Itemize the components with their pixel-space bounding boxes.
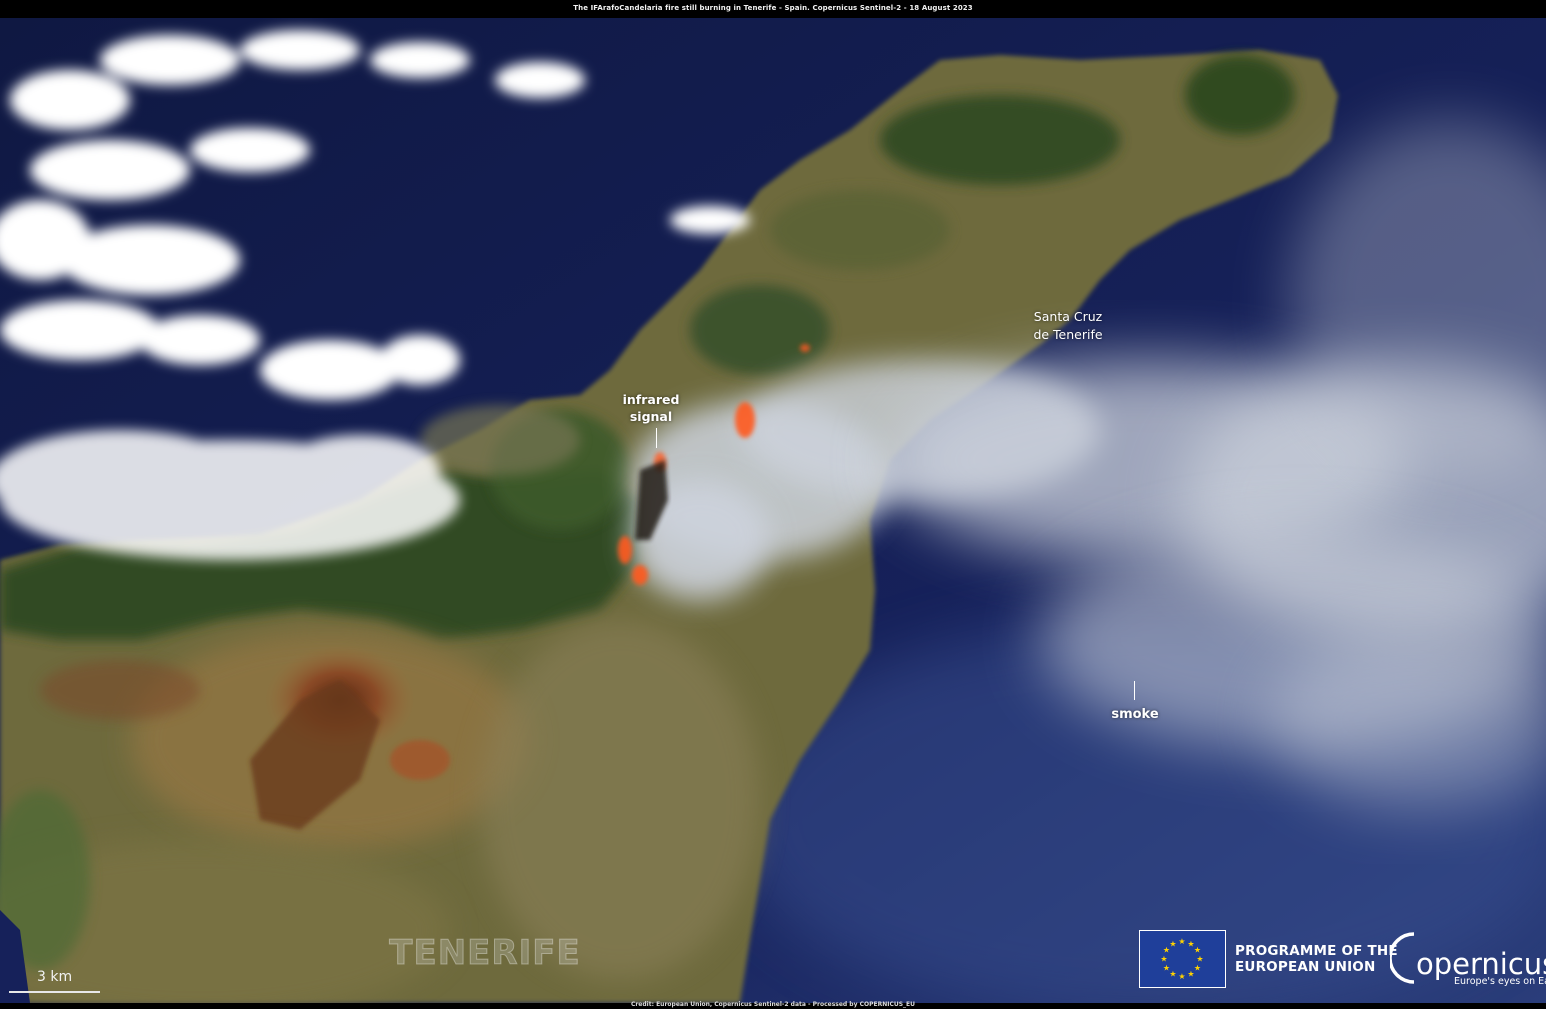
eu-programme-line2: EUROPEAN UNION (1235, 959, 1376, 975)
santa-cruz-label: Santa Cruz de Tenerife (1033, 309, 1103, 342)
smoke-pointer (1134, 681, 1135, 700)
image-caption: The IFArafoCandelaria fire still burning… (573, 4, 973, 12)
anaga-forest (880, 95, 1120, 185)
image-credit: Credit: European Union, Copernicus Senti… (630, 1001, 916, 1008)
copernicus-wordmark: opernicus (1416, 947, 1546, 981)
svg-text:★: ★ (1163, 946, 1170, 955)
svg-text:★: ★ (1196, 955, 1203, 964)
infrared-signal-label: infrared signal (622, 392, 680, 424)
svg-text:★: ★ (1187, 940, 1194, 949)
svg-text:★: ★ (1169, 940, 1176, 949)
eu-flag-icon: ★ ★ ★ ★ ★ ★ ★ ★ ★ ★ ★ ★ (1139, 930, 1226, 988)
fire-front (618, 344, 810, 585)
top-caption-bar: The IFArafoCandelaria fire still burning… (0, 0, 1546, 18)
scale-label: 3 km (37, 969, 73, 985)
svg-text:★: ★ (1178, 972, 1185, 981)
cloud-field (0, 30, 750, 400)
copernicus-logo-icon: opernicus (1390, 932, 1546, 984)
svg-text:★: ★ (1187, 970, 1194, 979)
scale-bar (9, 991, 100, 993)
svg-text:★: ★ (1194, 946, 1201, 955)
burn-scar (635, 460, 668, 540)
anaga-forest-east (1185, 55, 1295, 135)
bottom-credit-bar (0, 1003, 1546, 1009)
copernicus-tagline: Europe's eyes on Earth (1454, 976, 1546, 987)
eu-programme-text: PROGRAMME OF THE EUROPEAN UNION (1235, 943, 1398, 975)
smoke-plume (630, 120, 1546, 810)
svg-text:★: ★ (1163, 964, 1170, 973)
satellite-image (0, 18, 1546, 1003)
infrared-signal-pointer (656, 428, 657, 448)
island-name-label: TENERIFE (389, 933, 581, 974)
svg-text:★: ★ (1169, 970, 1176, 979)
svg-text:★: ★ (1160, 955, 1167, 964)
svg-text:★: ★ (1178, 937, 1185, 946)
eu-programme-line1: PROGRAMME OF THE (1235, 943, 1398, 959)
smoke-label: smoke (1111, 707, 1159, 722)
svg-text:★: ★ (1194, 964, 1201, 973)
